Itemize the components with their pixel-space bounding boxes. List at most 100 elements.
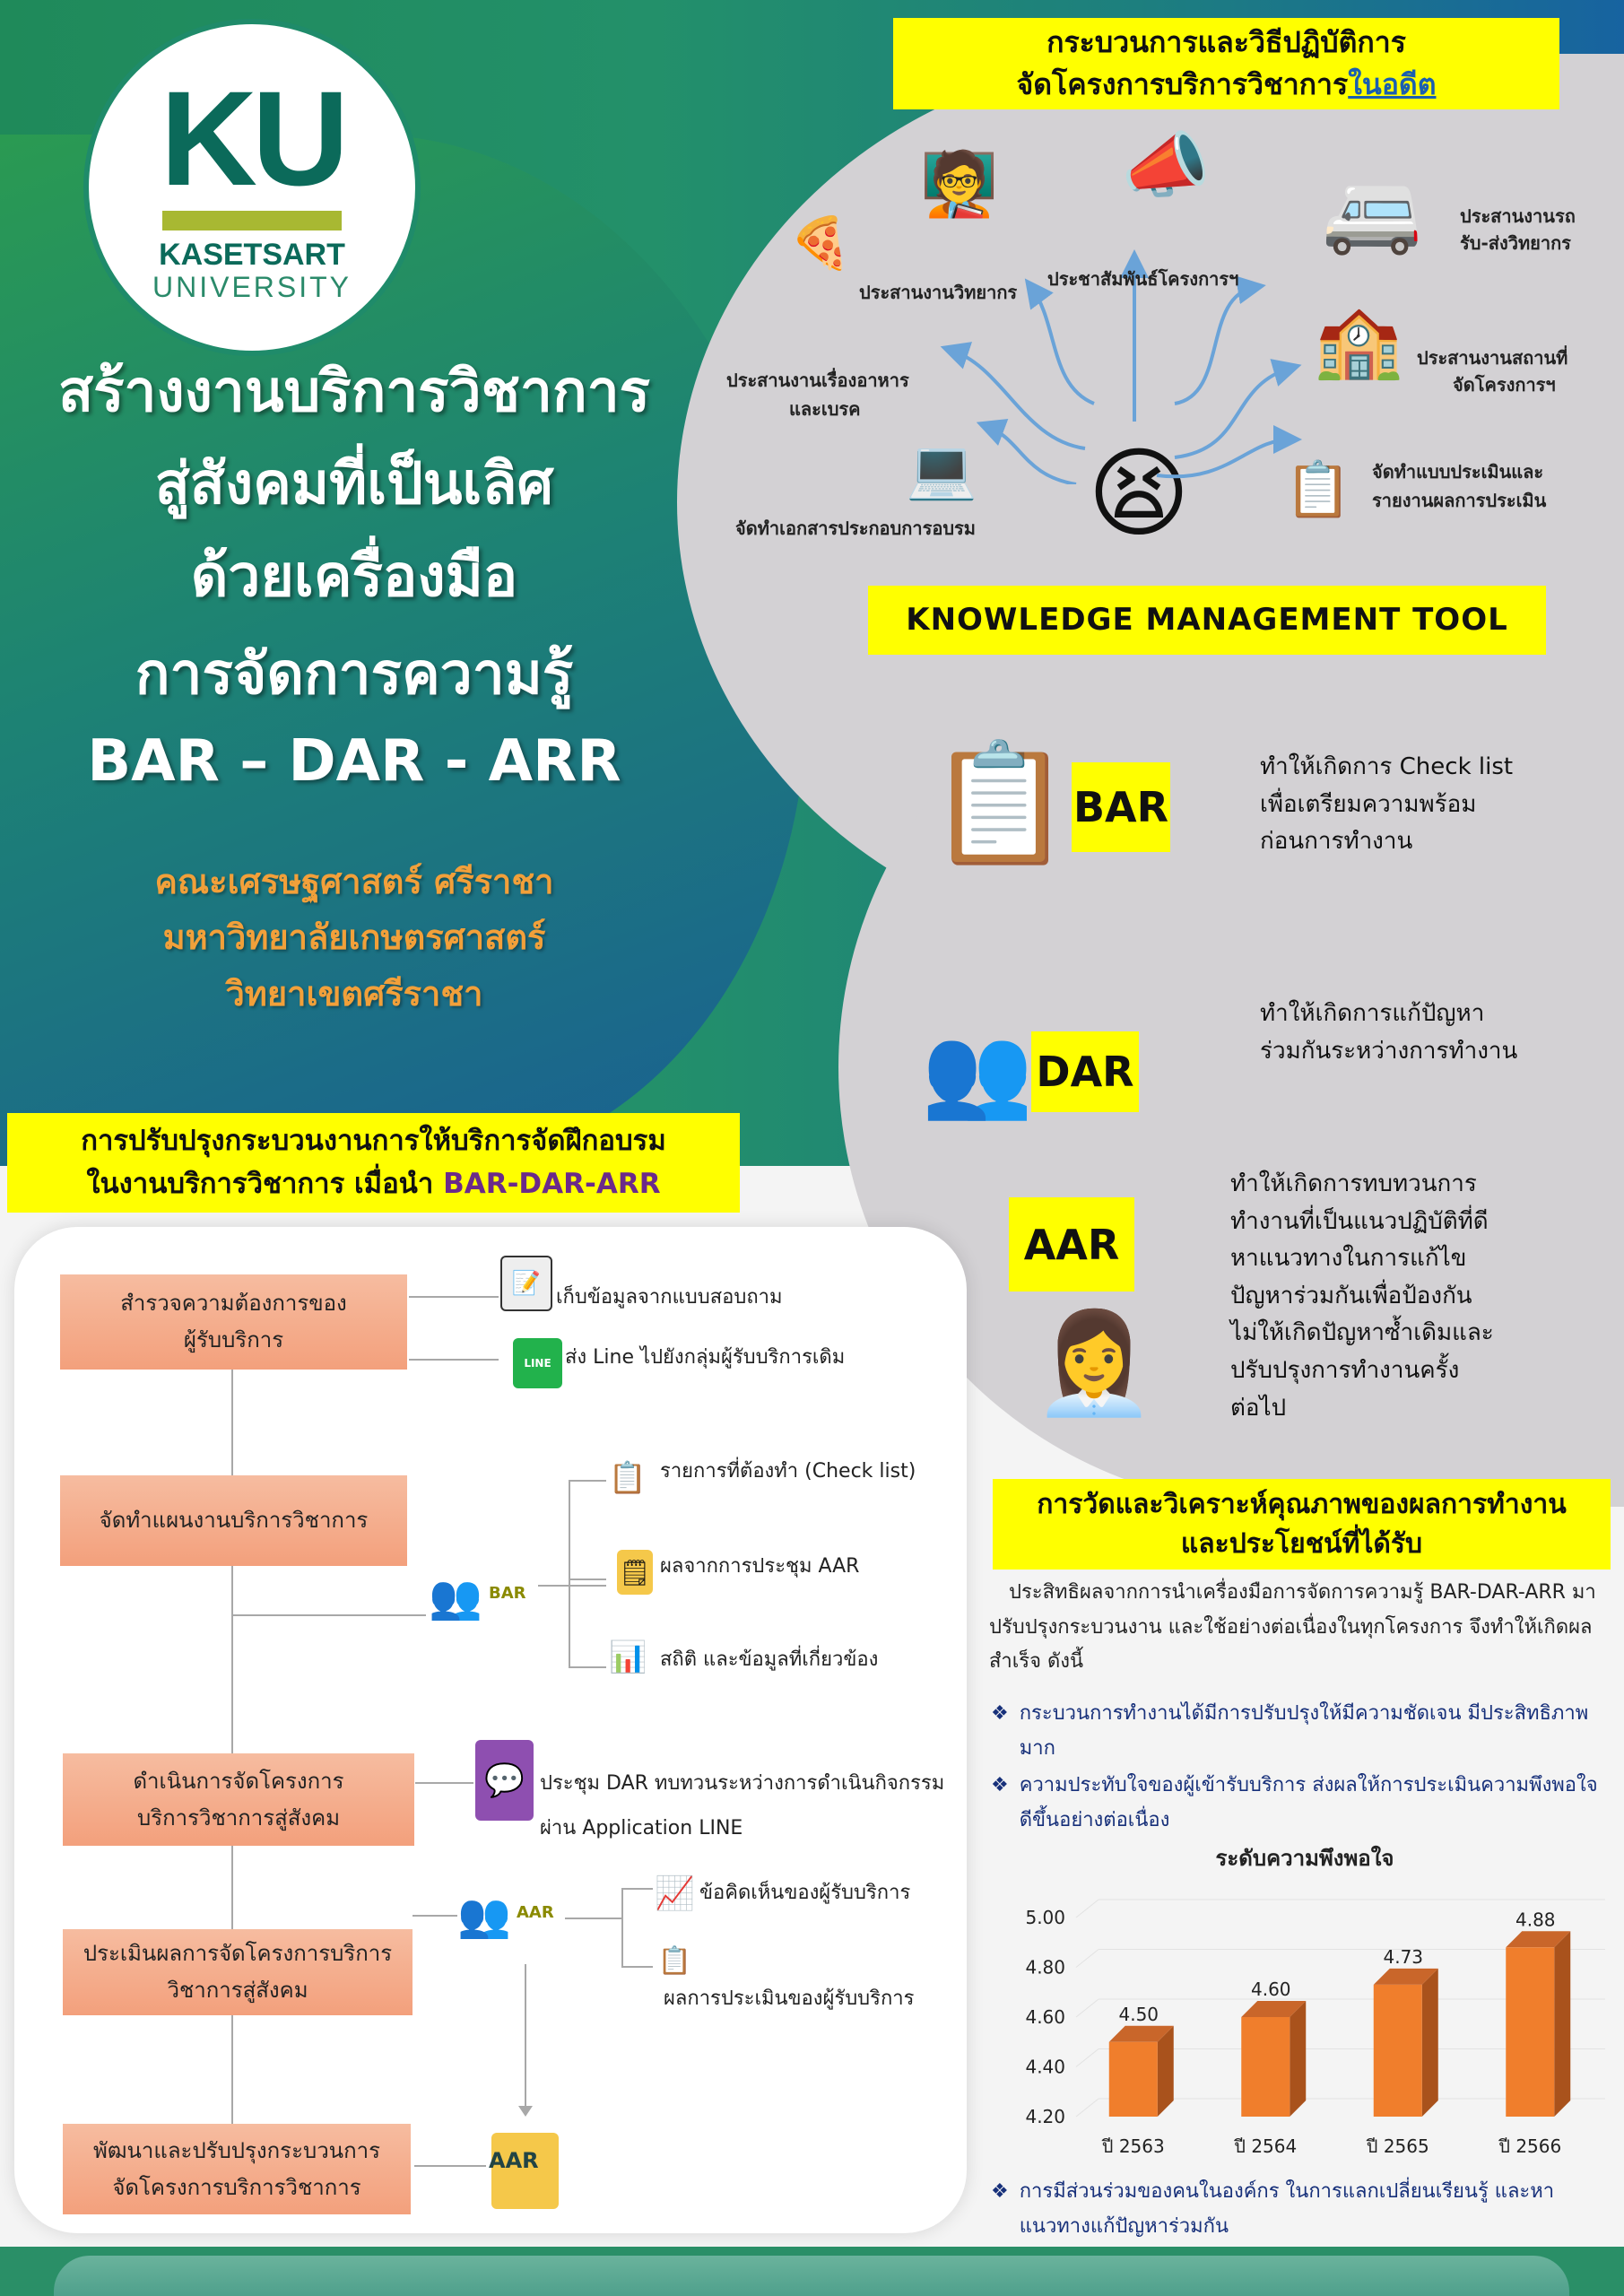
aar-desc-line: ไม่ให้เกิดปัญหาซ้ำเดิมและ (1230, 1319, 1494, 1347)
bullet-text: การมีส่วนร่วมของคนในองค์กร ในการแลกเปลี่… (1019, 2180, 1555, 2238)
main-title-line: การจัดการความรู้ (135, 641, 574, 708)
results-heading-line1: การวัดและวิเคราะห์คุณภาพของผลการทำงาน (1037, 1489, 1567, 1520)
bar-desc-line: ก่อนการทำงาน (1260, 828, 1413, 856)
questionnaire-icon: 📝 (500, 1256, 552, 1311)
bullet-icon: ❖ (991, 1774, 1009, 1796)
stressed-worker-illustration: 😫 (1087, 436, 1191, 551)
bar-desc-line: ทำให้เกิดการ Check list (1260, 753, 1514, 780)
feedback-detail: ข้อคิดเห็นของผู้รับบริการ (699, 1882, 911, 1904)
dar-desc-line: ทำให้เกิดการแก้ปัญหา (1260, 1000, 1485, 1027)
task-transport: ประสานงานรถ (1460, 205, 1576, 227)
gridline-depth (1075, 1899, 1099, 1918)
bullet-text: ความประทับใจของผู้เข้ารับบริการ ส่งผลให้… (1019, 1774, 1598, 1831)
step-text: ผู้รับบริการ (183, 1327, 284, 1352)
x-tick-label: ปี 2563 (1102, 2135, 1165, 2157)
ku-logo: KU KASETSART UNIVERSITY (83, 19, 421, 356)
survey-detail: เก็บข้อมูลจากแบบสอบถาม (556, 1286, 783, 1309)
bar (1506, 1947, 1555, 2117)
meeting-illustration: 👥 (921, 1019, 1034, 1124)
bar-meeting-tag: BAR (489, 1584, 526, 1603)
bar-side (1421, 1968, 1438, 2117)
gridline-depth (1075, 1949, 1099, 1968)
aar-tag: AAR (1009, 1197, 1134, 1292)
flow-step-survey: สำรวจความต้องการของผู้รับบริการ (60, 1274, 407, 1370)
results-heading-line2: และประโยชน์ที่ได้รับ (1180, 1528, 1423, 1560)
team-illustration: 👩‍💼 (1032, 1305, 1156, 1421)
past-process-heading: กระบวนการและวิธีปฏิบัติการ จัดโครงการบริ… (893, 18, 1559, 109)
subtitle-line: คณะเศรษฐศาสตร์ ศรีราชา (154, 862, 554, 901)
step-text: พัฒนาและปรับปรุงกระบวนการ (93, 2137, 380, 2163)
x-tick-label: ปี 2566 (1498, 2135, 1561, 2157)
task-venue: ประสานงานสถานที่ (1417, 347, 1568, 369)
subtitle-line: วิทยาเขตศรีราชา (225, 974, 483, 1013)
checklist-icon: 📋 (608, 1460, 647, 1496)
bullet-icon: ❖ (991, 2180, 1009, 2203)
footer-shape (54, 2256, 1569, 2296)
task-documents: จัดทำเอกสารประกอบการอบรม (735, 517, 976, 539)
improvement-heading: การปรับปรุงกระบวนงานการให้บริการจัดฝึกอบ… (7, 1113, 740, 1213)
classroom-illustration: 🏫 (1314, 299, 1403, 382)
results-intro: ประสิทธิผลจากการนำเครื่องมือการจัดการควา… (989, 1581, 1596, 1673)
y-tick-label: 5.00 (1025, 1907, 1065, 1928)
dar-description: ทำให้เกิดการแก้ปัญหาร่วมกันระหว่างการทำง… (1260, 996, 1619, 1070)
flow-connector (569, 1480, 570, 1668)
result-bullet: ❖ ความประทับใจของผู้เข้ารับบริการ ส่งผลให… (991, 1769, 1610, 1838)
dar-detail-line1: ประชุม DAR ทบทวนระหว่างการดำเนินกิจกรรม (540, 1772, 945, 1795)
lecturer-illustration: 🧑‍🏫 (920, 146, 999, 221)
step-text: วิชาการสู่สังคม (167, 1978, 308, 2003)
evaluation-form-illustration: 📋 (1284, 457, 1352, 521)
flow-step-plan: จัดทำแผนงานบริการวิชาการ (60, 1475, 407, 1566)
aar-desc-line: ต่อไป (1230, 1394, 1287, 1422)
main-title-line: สร้างงานบริการวิชาการ (58, 359, 650, 425)
past-heading-line2: จัดโครงการบริการวิชาการ (1016, 67, 1349, 101)
step-text: ดำเนินการจัดโครงการ (133, 1768, 344, 1794)
gridline-depth (1075, 2098, 1099, 2118)
flow-connector (415, 1782, 473, 1784)
flow-connector (538, 1585, 606, 1587)
office-worker-illustration: 💻 (906, 436, 977, 503)
flow-connector (233, 1614, 426, 1616)
aar-notepad-label: AAR (489, 2148, 539, 2173)
main-title-line: BAR – DAR - ARR (87, 728, 621, 795)
bar-top (1506, 1931, 1571, 1948)
satisfaction-chart: ระดับความพึงพอใจ4.204.404.604.805.004.50… (1025, 1845, 1605, 2157)
dar-desc-line: ร่วมกันระหว่างการทำงาน (1260, 1037, 1518, 1065)
task-evaluation: จัดทำแบบประเมินและ (1372, 461, 1544, 483)
process-flow-card (14, 1227, 967, 2233)
flow-connector (569, 1578, 606, 1580)
flow-step-evaluate: ประเมินผลการจัดโครงการบริการวิชาการสู่สั… (63, 1929, 413, 2015)
notepad-icon: 🗒 (617, 1550, 653, 1595)
flow-connector (565, 1918, 621, 1919)
flow-connector (569, 1480, 606, 1482)
gridline-depth (1075, 1998, 1099, 2018)
statistics-icon: 📊 (609, 1639, 647, 1675)
task-food: ประสานงานเรื่องอาหาร (726, 370, 909, 391)
improvement-heading-emphasis: BAR-DAR-ARR (443, 1168, 661, 1200)
arrow-head-icon (518, 2106, 533, 2117)
logo-bar (162, 210, 342, 230)
line-chat-icon: 💬 (475, 1740, 534, 1821)
aar-desc-line: ปรับปรุงการทำงานครั้ง (1230, 1356, 1460, 1384)
aar-desc-line: ปัญหาร่วมกันเพื่อป้องกัน (1230, 1282, 1472, 1309)
bar-side (1157, 2025, 1174, 2117)
flow-arrow (414, 2165, 486, 2167)
van-illustration: 🚐 (1321, 163, 1423, 258)
km-tool-heading: KNOWLEDGE MANAGEMENT TOOL (868, 586, 1546, 655)
flow-connector (621, 1888, 653, 1890)
past-heading-line1: กระบวนการและวิธีปฏิบัติการ (1046, 25, 1406, 59)
subtitle-line: มหาวิทยาลัยเกษตรศาสตร์ (162, 918, 546, 957)
x-tick-label: ปี 2564 (1234, 2135, 1297, 2157)
task-pr: ประชาสัมพันธ์โครงการฯ (1047, 268, 1239, 290)
megaphone-illustration: 📣 (1121, 124, 1211, 207)
bar (1373, 1984, 1422, 2117)
data-label: 4.60 (1251, 1979, 1291, 2000)
task-transport-2: รับ-ส่งวิทยากร (1460, 232, 1571, 254)
bar-top (1108, 2025, 1174, 2042)
logo-name: KASETSART (159, 237, 345, 272)
bar (1108, 2041, 1158, 2117)
flow-arrow (525, 1964, 526, 2112)
dar-tag: DAR (1031, 1031, 1139, 1112)
main-title-line: ด้วยเครื่องมือ (190, 544, 518, 610)
x-tick-label: ปี 2565 (1367, 2135, 1429, 2157)
